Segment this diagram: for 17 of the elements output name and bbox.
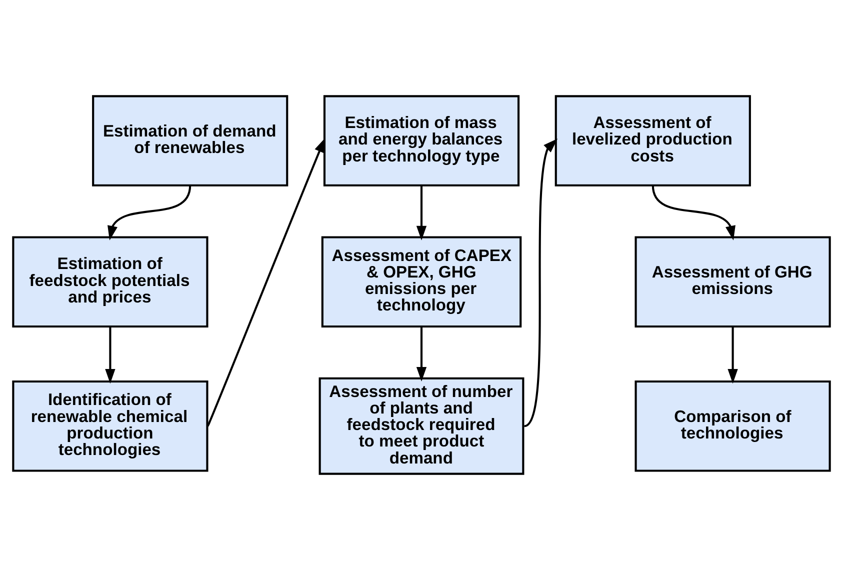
- node-box: Assessment of number of plants and feedstock required to meet product demand: [318, 376, 524, 474]
- arrow: [728, 326, 738, 384]
- node-box: Estimation of mass and energy balances per technology type: [323, 94, 520, 186]
- node-box: Identification of renewable chemical production technologies: [12, 380, 208, 472]
- node-box: Assessment of levelized production costs: [554, 94, 751, 186]
- arrow: [105, 326, 116, 384]
- arrow: [524, 138, 558, 426]
- node-box: Comparison of technologies: [634, 380, 831, 472]
- arrow: [416, 326, 427, 382]
- arrow: [416, 184, 427, 240]
- node-box: Estimation of demand of renewables: [92, 94, 288, 186]
- arrow: [108, 184, 192, 240]
- node-box: Estimation of feedstock potentials and prices: [12, 236, 208, 328]
- node-box: Assessment of GHG emissions: [634, 236, 831, 328]
- arrow: [652, 184, 736, 240]
- arrow: [206, 137, 326, 426]
- node-box: Assessment of CAPEX & OPEX, GHG emissions per technology: [321, 236, 522, 328]
